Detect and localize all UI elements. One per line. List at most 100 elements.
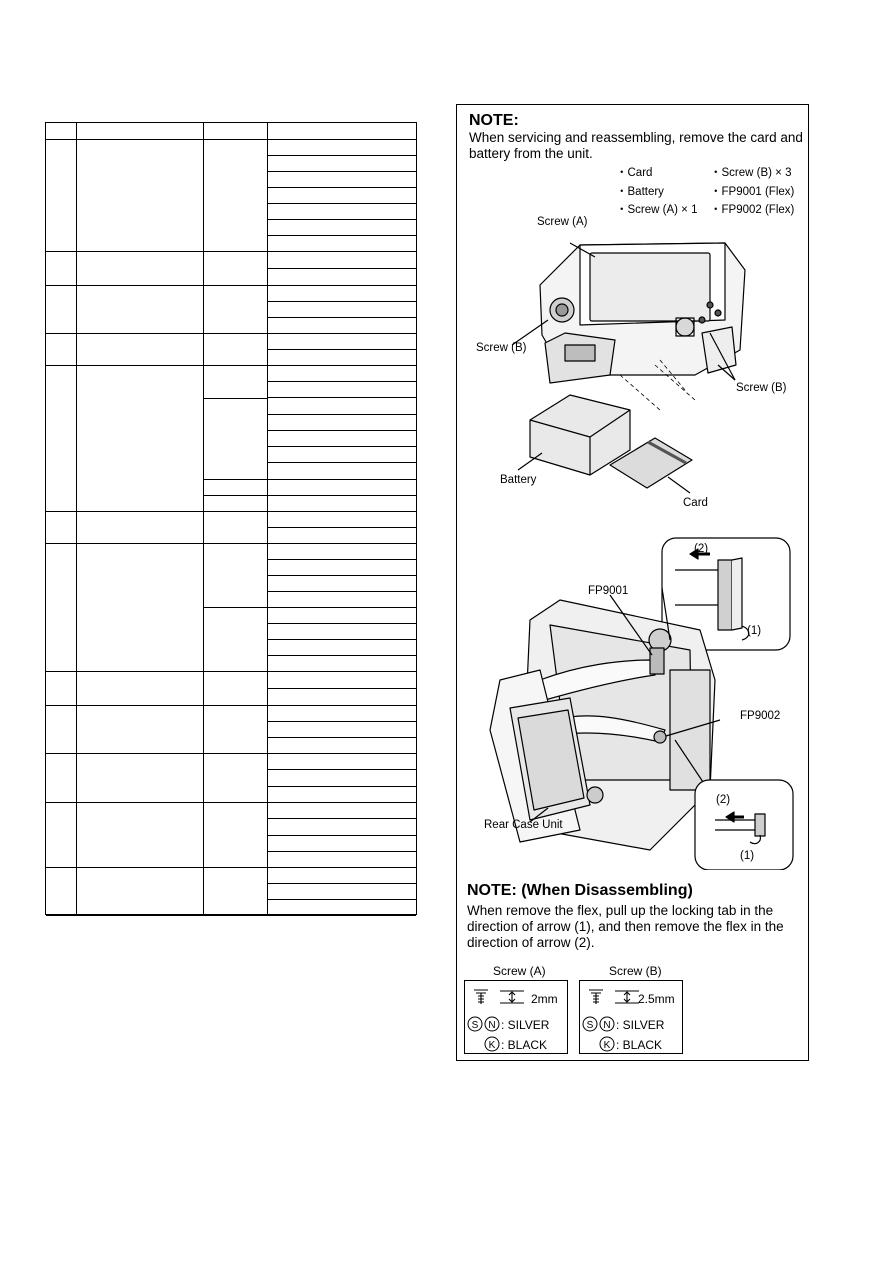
- label-fp9002: FP9002: [740, 710, 781, 722]
- label-fp9001: FP9001: [588, 585, 629, 597]
- note-line-1: When servicing and reassembling, remove …: [469, 130, 803, 145]
- legend-a-black: : BLACK: [501, 1038, 548, 1052]
- table-rule: [267, 786, 416, 787]
- table-rule: [267, 268, 416, 269]
- step-2-bottom: (2): [716, 794, 731, 806]
- table-rule: [267, 414, 416, 415]
- disassembly-note-line-2: direction of arrow (1), and then remove …: [467, 919, 784, 934]
- note-panel: [456, 104, 809, 1061]
- table-rule: [46, 251, 416, 252]
- legend-a-size: 2mm: [531, 992, 558, 1006]
- note-line-2: battery from the unit.: [469, 146, 593, 161]
- table-rule: [267, 171, 416, 172]
- disassembly-note-title: NOTE: (When Disassembling): [467, 882, 693, 899]
- label-card: Card: [683, 497, 708, 509]
- svg-text:N: N: [603, 1020, 610, 1031]
- table-rule: [46, 915, 416, 916]
- table-rule: [46, 139, 416, 140]
- table-rule: [267, 591, 416, 592]
- table-rule: [267, 495, 416, 496]
- table-rule: [267, 381, 416, 382]
- legend-b-title: Screw (B): [609, 964, 662, 978]
- table-rule: [203, 607, 267, 608]
- table-rule: [267, 607, 416, 608]
- table-rule: [46, 753, 416, 754]
- table-rule: [267, 317, 416, 318]
- screw-b-icon: [589, 989, 639, 1004]
- table-rule: [267, 688, 416, 689]
- table-rule: [203, 495, 267, 496]
- svg-text:S: S: [587, 1020, 594, 1031]
- table-rule: [46, 671, 416, 672]
- legend-b-size: 2.5mm: [638, 992, 675, 1006]
- table-column-rule: [76, 123, 77, 916]
- legend-b-black: : BLACK: [616, 1038, 663, 1052]
- table-rule: [267, 187, 416, 188]
- svg-text:N: N: [488, 1020, 495, 1031]
- svg-text:K: K: [604, 1040, 611, 1051]
- label-rear-case-unit: Rear Case Unit: [484, 819, 563, 831]
- label-screw-b-left: Screw (B): [476, 342, 527, 354]
- table-column-rule: [267, 123, 268, 916]
- table-rule: [267, 721, 416, 722]
- rear-case-flex-illustration: [489, 537, 794, 870]
- table-rule: [267, 235, 416, 236]
- screw-a-icon: [474, 989, 524, 1004]
- table-rule: [46, 365, 416, 366]
- step-1-top: (1): [747, 625, 762, 637]
- svg-text:S: S: [472, 1020, 479, 1031]
- table-rule: [46, 705, 416, 706]
- screw-a-legend: [464, 980, 568, 1054]
- table-rule: [267, 737, 416, 738]
- table-column-rule: [203, 123, 204, 916]
- table-rule: [267, 462, 416, 463]
- removal-item-fp9001: ・FP9001 (Flex): [710, 186, 795, 198]
- removal-item-battery: ・Battery: [616, 186, 664, 198]
- table-rule: [267, 479, 416, 480]
- table-rule: [267, 639, 416, 640]
- table-rule: [267, 559, 416, 560]
- black-marker-icon: K: [599, 1036, 615, 1052]
- legend-b-silver: : SILVER: [616, 1018, 665, 1032]
- table-rule: [267, 203, 416, 204]
- table-rule: [267, 301, 416, 302]
- label-battery: Battery: [500, 474, 537, 486]
- table-rule: [267, 818, 416, 819]
- table-rule: [46, 333, 416, 334]
- table-rule: [203, 479, 267, 480]
- table-rule: [267, 883, 416, 884]
- removal-item-screw-a: ・Screw (A) × 1: [616, 204, 698, 216]
- table-rule: [267, 446, 416, 447]
- table-rule: [267, 349, 416, 350]
- table-rule: [267, 575, 416, 576]
- table-rule: [267, 623, 416, 624]
- step-2-top: (2): [694, 543, 709, 555]
- table-rule: [267, 430, 416, 431]
- table-rule: [46, 802, 416, 803]
- camera-battery-card-illustration: [511, 242, 746, 494]
- step-1-bottom: (1): [740, 850, 755, 862]
- removal-item-fp9002: ・FP9002 (Flex): [710, 204, 795, 216]
- label-screw-b-right: Screw (B): [736, 382, 787, 394]
- table-rule: [46, 543, 416, 544]
- legend-a-silver: : SILVER: [501, 1018, 550, 1032]
- table-rule: [46, 511, 416, 512]
- label-screw-a: Screw (A): [537, 216, 588, 228]
- removal-item-screw-b: ・Screw (B) × 3: [710, 167, 792, 179]
- table-rule: [267, 899, 416, 900]
- disassembly-note-line-3: direction of arrow (2).: [467, 935, 595, 950]
- table-rule: [46, 285, 416, 286]
- table-rule: [46, 867, 416, 868]
- note-title: NOTE:: [469, 112, 519, 129]
- table-rule: [267, 851, 416, 852]
- removal-item-card: ・Card: [616, 167, 653, 179]
- black-marker-icon: K: [484, 1036, 500, 1052]
- table-rule: [267, 527, 416, 528]
- screw-b-legend: [579, 980, 683, 1054]
- table-rule: [267, 155, 416, 156]
- disassembly-table: [45, 122, 417, 916]
- table-rule: [267, 219, 416, 220]
- table-rule: [267, 835, 416, 836]
